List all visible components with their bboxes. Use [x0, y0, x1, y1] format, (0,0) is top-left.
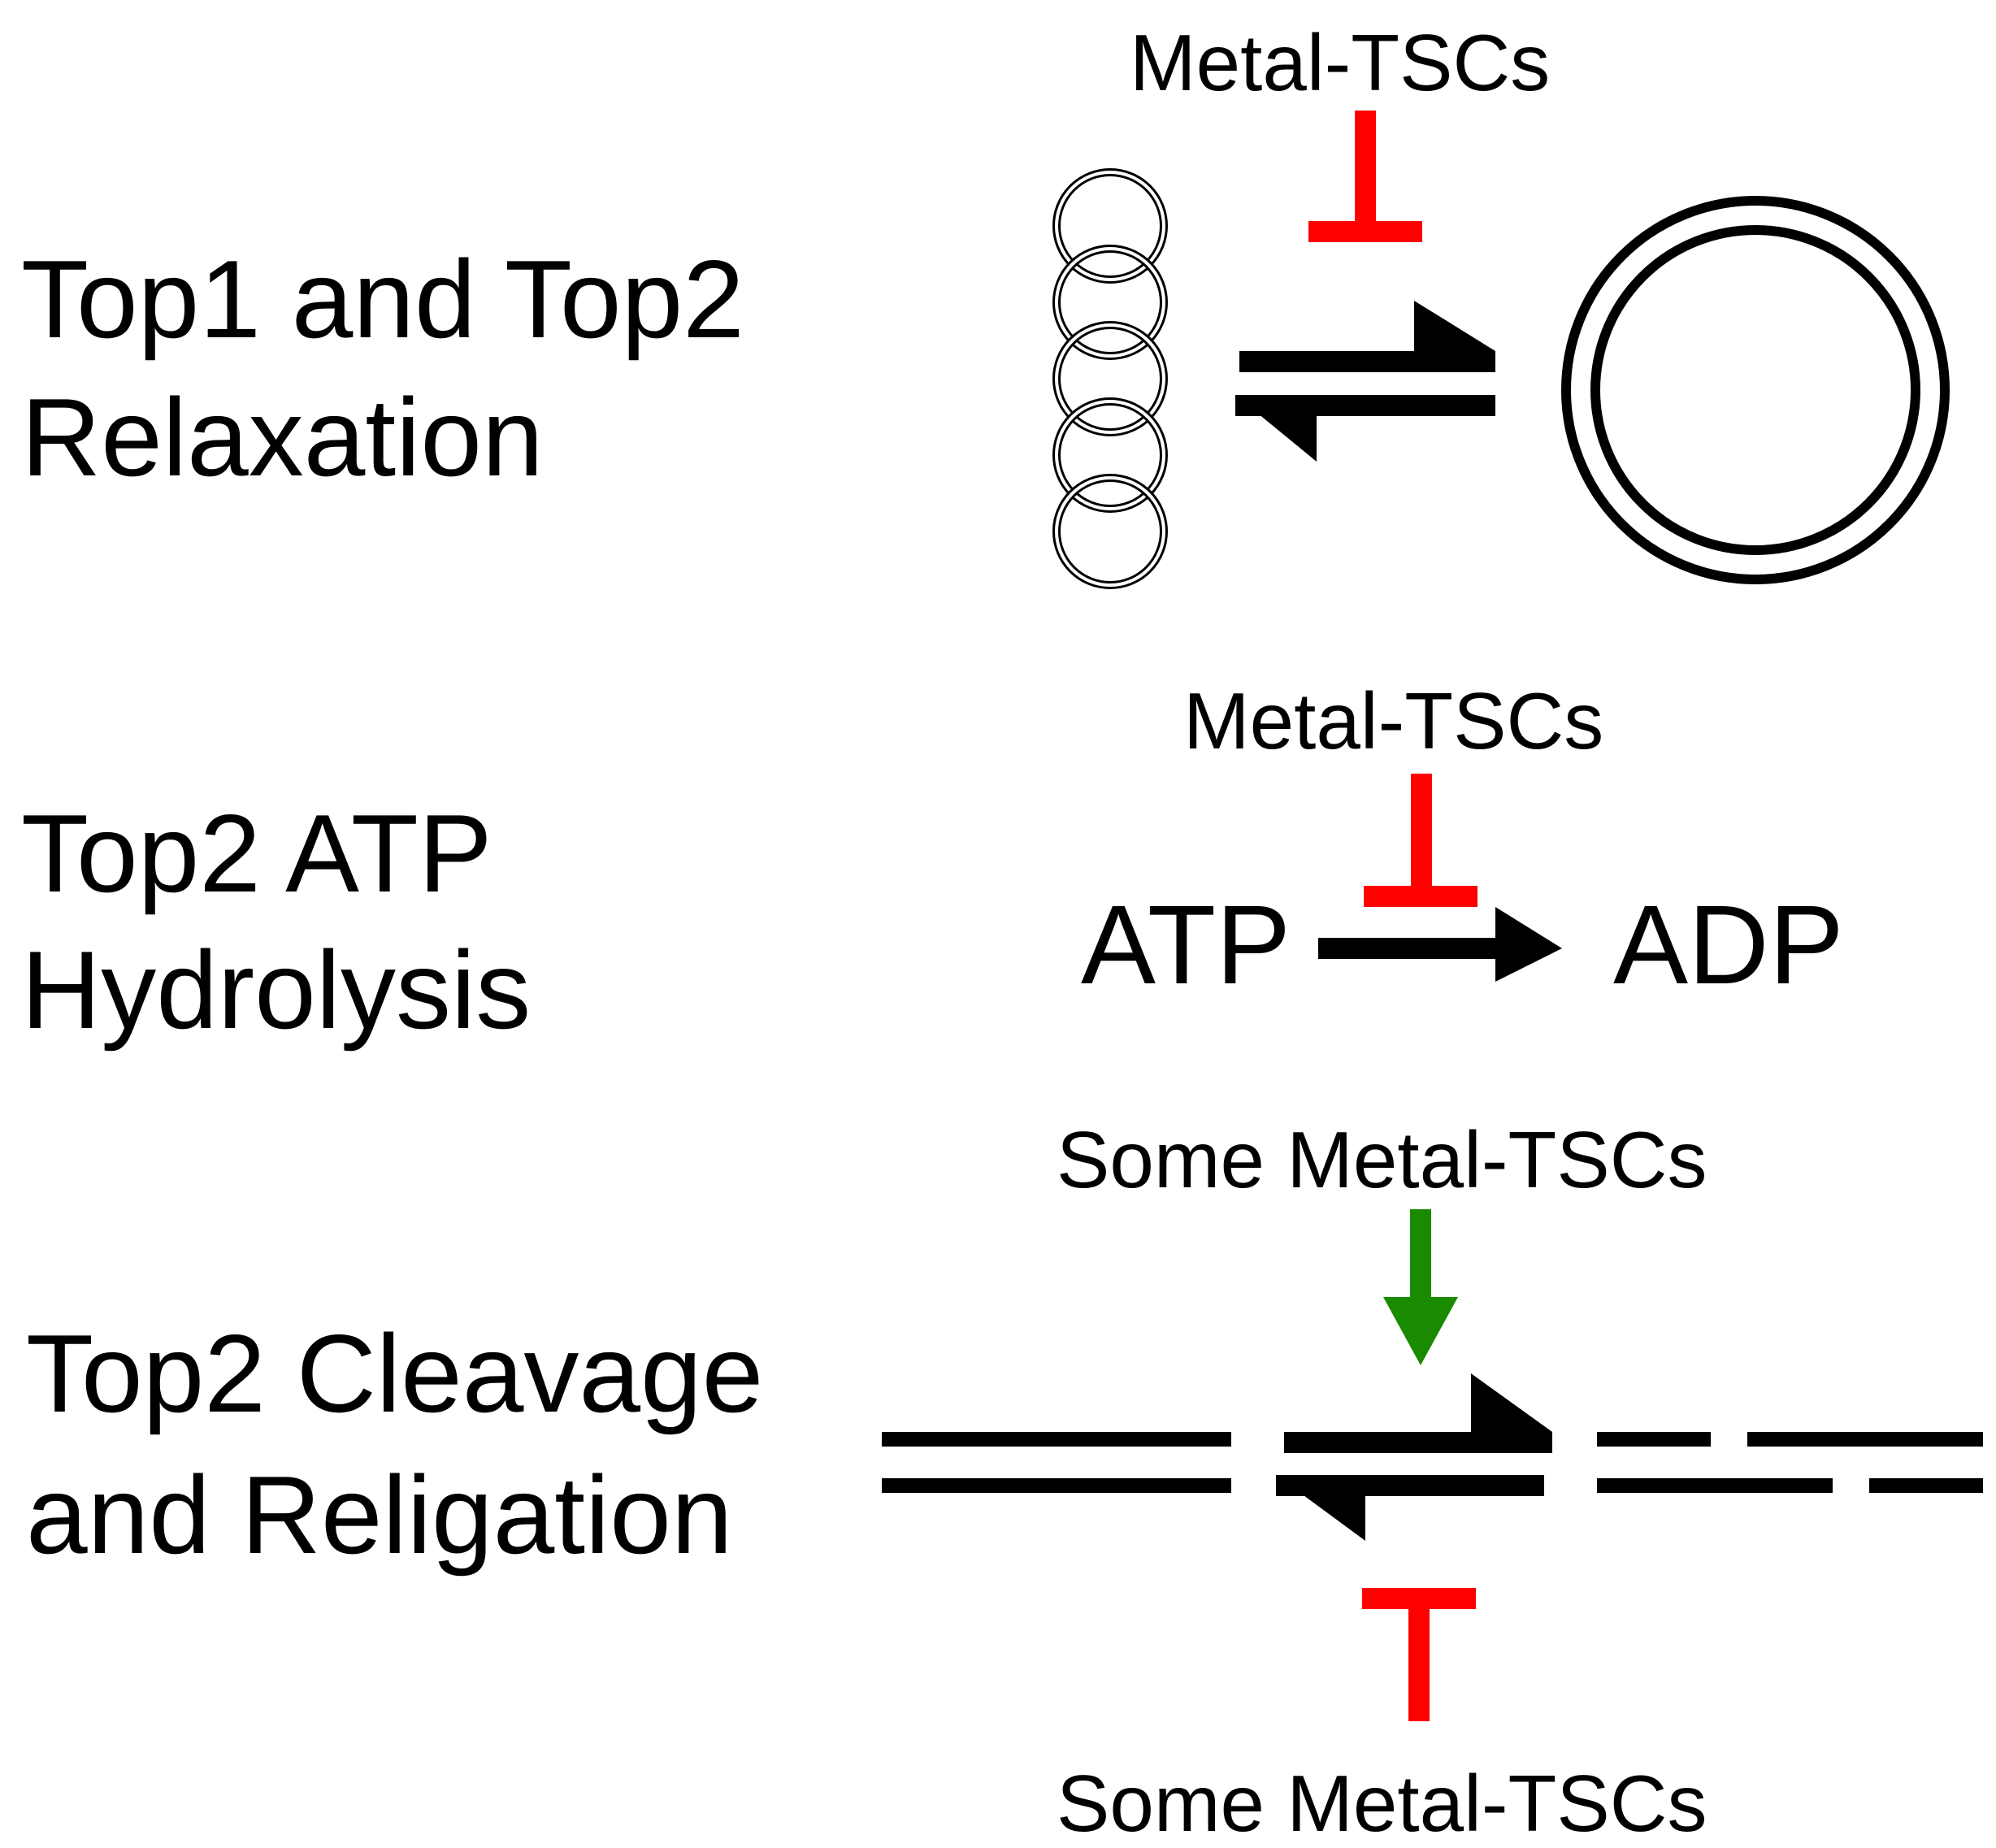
supercoiled-dna-icon [1057, 172, 1164, 585]
inhibition-bar-row3 [1362, 1588, 1476, 1721]
substrate-atp: ATP [1081, 883, 1291, 1008]
row2-process-line2: Hydrolysis [21, 928, 532, 1052]
row3-process-line1: Top2 Cleavage [26, 1312, 764, 1435]
row2-process-line1: Top2 ATP [21, 792, 492, 915]
row3-process-line2: and Religation [26, 1453, 733, 1577]
row1-process-line1: Top1 and Top2 [21, 237, 744, 361]
reaction-arrow-row2 [1318, 907, 1562, 982]
equilibrium-arrows-row1 [1235, 301, 1495, 462]
stimulation-arrow-row3 [1383, 1209, 1458, 1365]
equilibrium-arrows-row3 [1276, 1373, 1552, 1541]
inhibition-bar-row1 [1308, 111, 1422, 242]
inhibition-bar-row2 [1364, 774, 1477, 907]
row2-agent-label: Metal-TSCs [1183, 676, 1604, 766]
intact-duplex-dna-icon [882, 1432, 1231, 1493]
row1-process-line2: Relaxation [21, 375, 544, 499]
relaxed-circular-dna-icon [1561, 196, 1950, 584]
cleaved-duplex-dna-icon [1597, 1432, 1983, 1493]
row3-agent-bottom-label: Some Metal-TSCs [1057, 1759, 1707, 1848]
row1-agent-label: Metal-TSCs [1130, 18, 1551, 107]
product-adp: ADP [1613, 883, 1844, 1008]
row3-agent-top-label: Some Metal-TSCs [1057, 1115, 1707, 1204]
